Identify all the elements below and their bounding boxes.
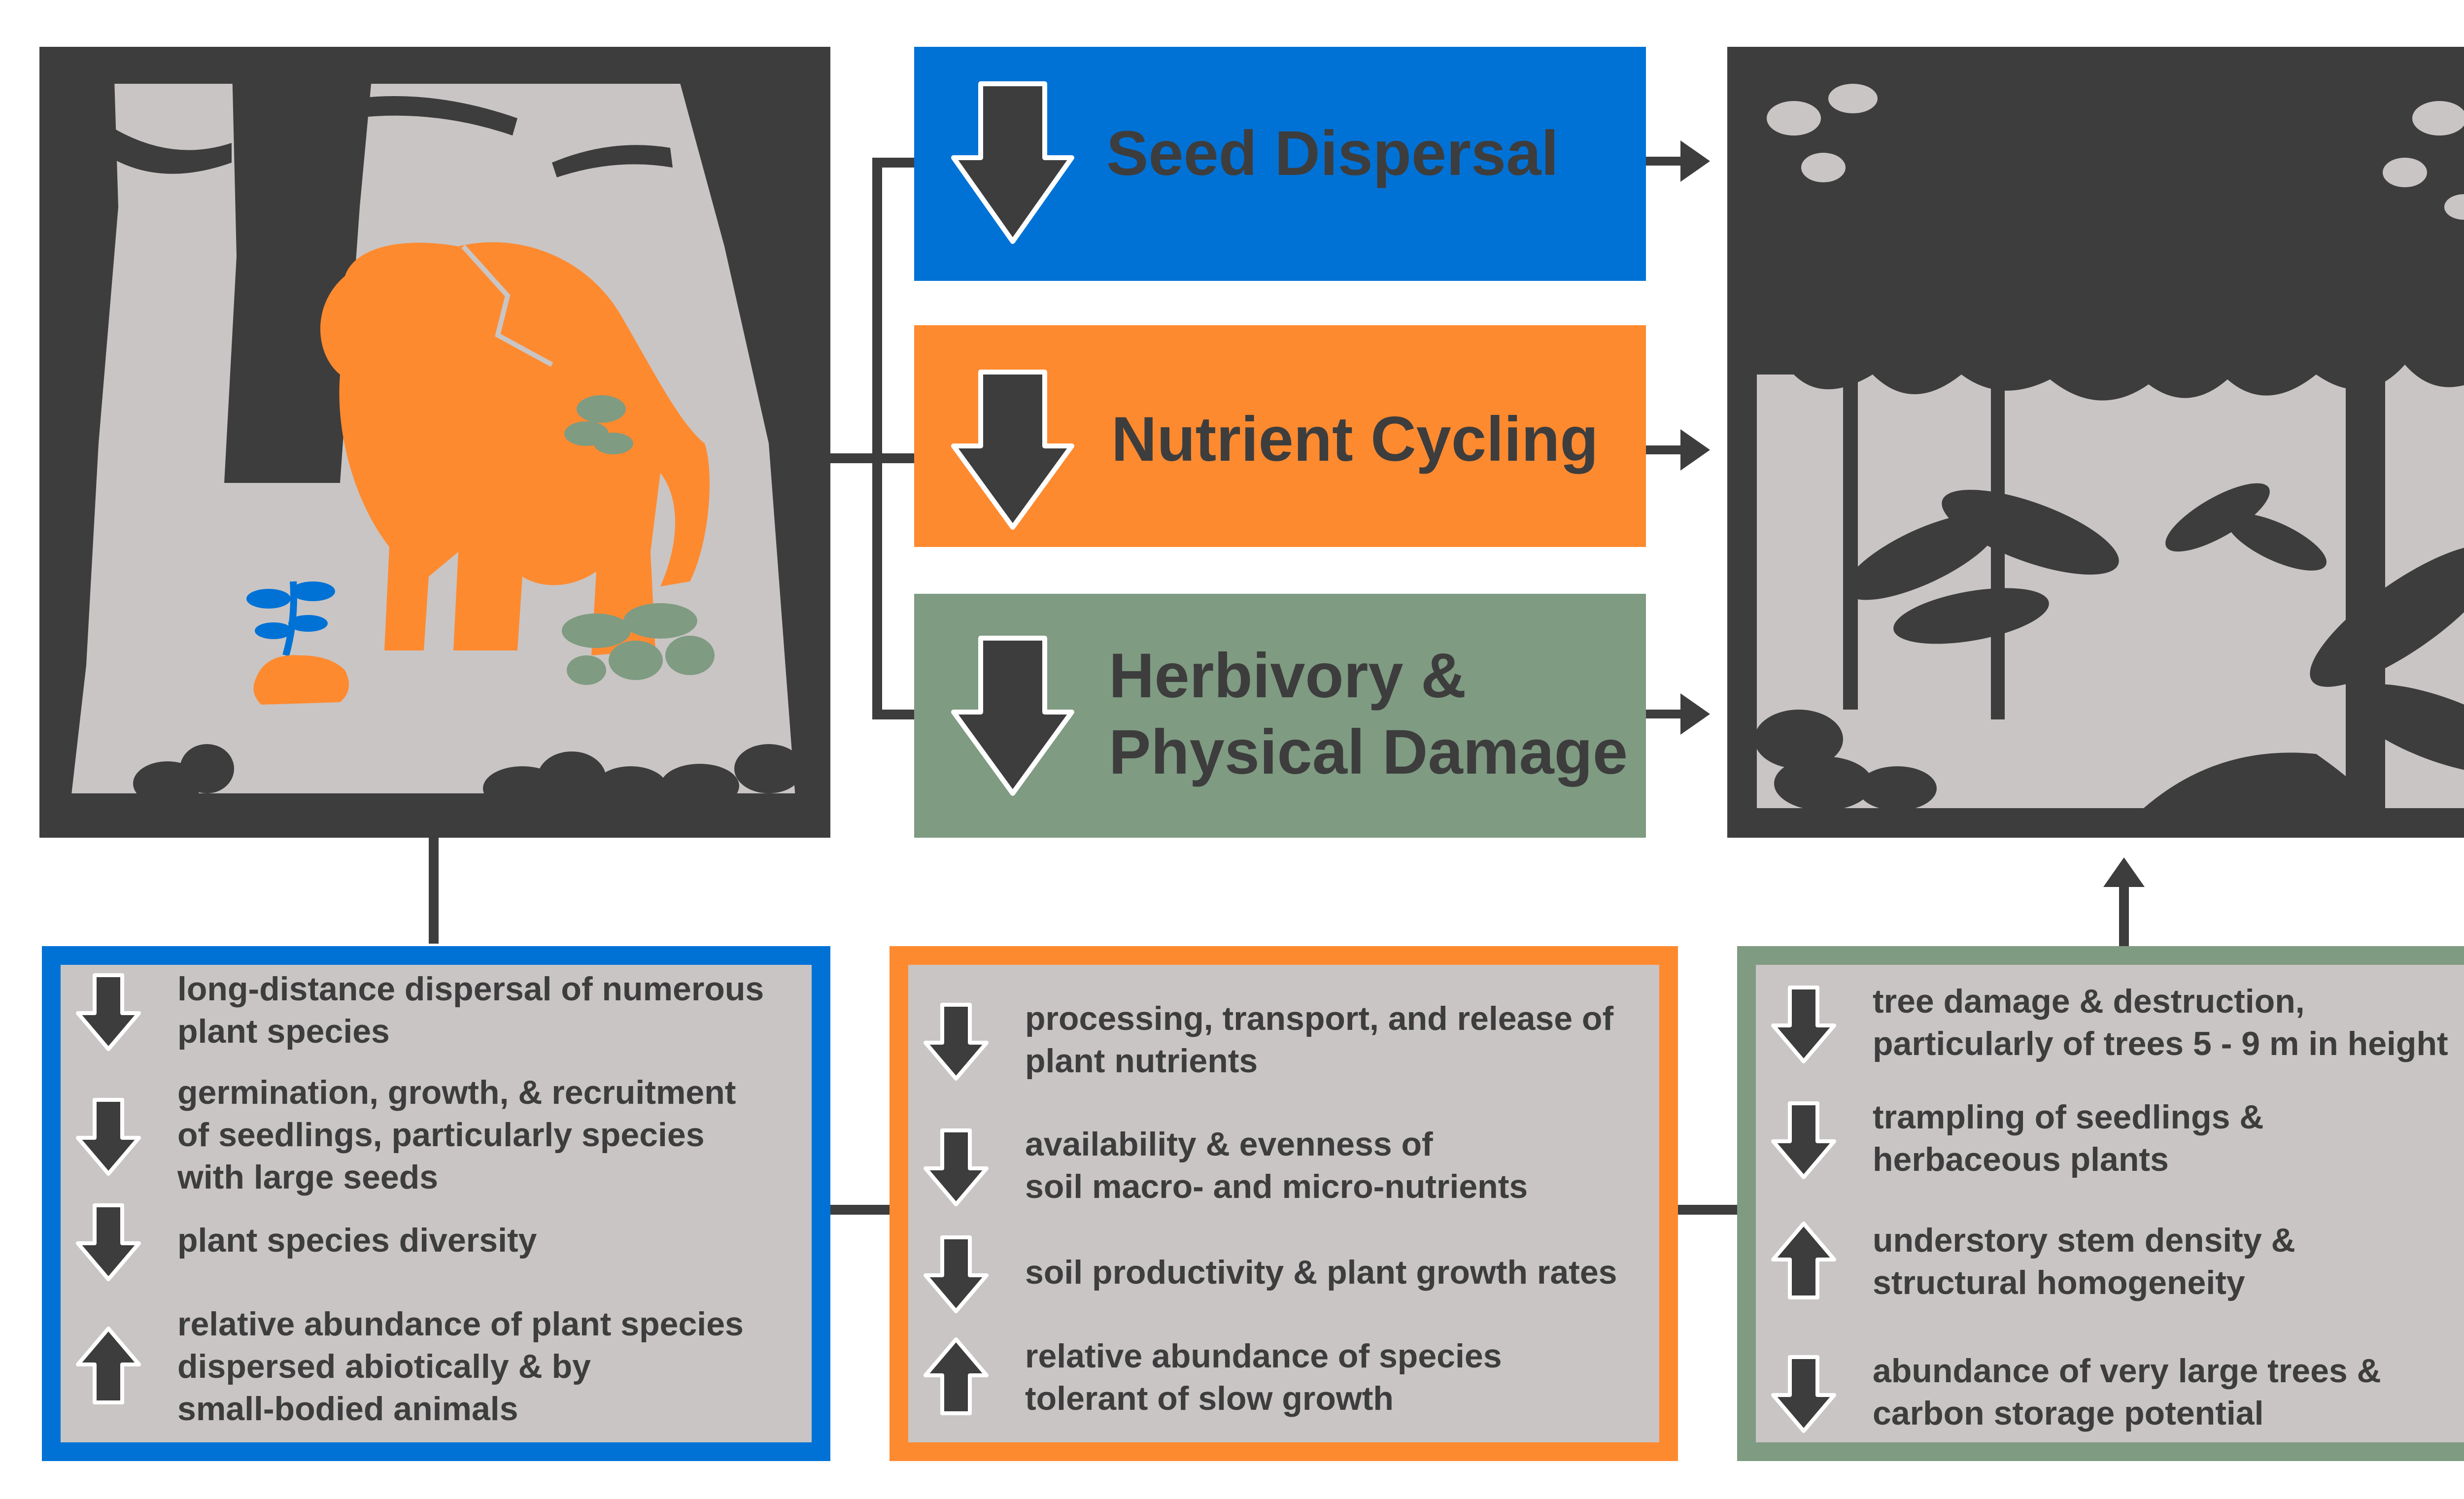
down-arrow-icon	[951, 370, 1074, 530]
down-arrow-icon	[76, 1098, 141, 1176]
elephant-ear-outline	[461, 244, 553, 367]
down-arrow-icon	[924, 1235, 989, 1313]
right-arrow-icon	[1680, 140, 1710, 182]
right-arrow-icon	[1680, 693, 1710, 735]
panel-item-text: particularly of trees 5 - 9 m in height	[1873, 1025, 2448, 1062]
branch	[111, 128, 232, 174]
branch	[552, 145, 673, 177]
down-arrow-icon	[76, 1203, 141, 1281]
down-arrow-icon	[924, 1128, 989, 1206]
panel-item-text: relative abundance of species	[1025, 1337, 1502, 1375]
herbivory-physical-damage-box: Herbivory & Physical Damage	[914, 594, 1646, 838]
tree-trunk	[1843, 365, 1858, 710]
effect-panel: long-distance dispersal of numerous plant…	[42, 946, 830, 1461]
herbivory-label-line-2: Physical Damage	[1109, 717, 1628, 787]
down-arrow-icon	[76, 973, 141, 1051]
panel-item-text: structural homogeneity	[1873, 1264, 2245, 1301]
nutrient-cycling-box: Nutrient Cycling	[914, 325, 1646, 547]
panel-item-text: soil macro- and micro-nutrients	[1025, 1168, 1528, 1205]
canopy-icon	[1757, 79, 2464, 401]
tree-trunk	[2346, 345, 2385, 808]
panel-background	[908, 965, 1659, 1442]
arrowheads	[1646, 140, 2145, 887]
tree-trunk-right	[670, 47, 830, 838]
connector-lines	[429, 158, 2129, 1215]
dense-forest-illustration	[1727, 47, 2464, 838]
shrub-icon	[1754, 710, 1937, 811]
down-arrow-icon	[1771, 986, 1836, 1063]
right-arrow-icon	[1680, 429, 1710, 471]
panel-item-text: plant nutrients	[1025, 1042, 1258, 1080]
down-arrow-icon	[1771, 1101, 1836, 1179]
effect-panel: tree damage & destruction, particularly o…	[1737, 946, 2464, 1461]
up-arrow-icon	[76, 1327, 141, 1404]
panel-item-text: tolerant of slow growth	[1025, 1380, 1394, 1417]
leaf-cluster-icon	[1767, 84, 2464, 220]
seed-dispersal-box: Seed Dispersal	[914, 47, 1646, 281]
panel-item-text: abundance of very large trees &	[1873, 1352, 2381, 1390]
herbivory-label-line-1: Herbivory &	[1109, 641, 1467, 711]
panel-item-text: small-bodied animals	[177, 1390, 518, 1428]
panel-item-text: tree damage & destruction,	[1873, 983, 2305, 1020]
down-arrow-icon	[1771, 1355, 1836, 1433]
down-arrow-icon	[924, 1003, 989, 1081]
up-arrow-icon	[924, 1337, 989, 1415]
understory-plant-icon	[1845, 483, 2464, 808]
panel-item-text: long-distance dispersal of numerous	[177, 970, 764, 1008]
branch	[352, 96, 517, 136]
tree-trunk-center	[224, 47, 375, 483]
panel-background	[1756, 965, 2464, 1442]
seed-dispersal-label: Seed Dispersal	[1106, 118, 1559, 189]
effect-panels: long-distance dispersal of numerous plant…	[42, 946, 2464, 1461]
panel-item-text: of seedlings, particularly species	[177, 1116, 705, 1154]
panel-item-text: relative abundance of plant species	[177, 1305, 744, 1343]
elephant-icon	[320, 242, 710, 656]
up-arrow-icon	[2103, 857, 2145, 887]
panel-item-text: availability & evenness of	[1025, 1125, 1433, 1163]
panel-item-text: germination, growth, & recruitment	[177, 1074, 736, 1111]
panel-item-text: dispersed abiotically & by	[177, 1348, 591, 1385]
panel-item-text: understory stem density &	[1873, 1222, 2295, 1259]
effect-panel: processing, transport, and release of pla…	[890, 946, 1678, 1461]
panel-item-text: herbaceous plants	[1873, 1141, 2169, 1178]
right-arrow-icon	[1646, 445, 1683, 454]
tree-trunk-left	[39, 47, 118, 838]
panel-background	[61, 965, 812, 1442]
up-arrow-icon	[1771, 1222, 1836, 1299]
right-arrow-icon	[1646, 710, 1683, 718]
panel-item-text: plant species	[177, 1013, 390, 1050]
seedling-icon	[246, 581, 335, 656]
panel-item-text: with large seeds	[177, 1158, 438, 1196]
panel-item-text: trampling of seedlings &	[1873, 1098, 2263, 1136]
right-arrow-icon	[1646, 157, 1683, 166]
shrub-icon	[133, 744, 803, 811]
panel-item-text: carbon storage potential	[1873, 1395, 2263, 1432]
panel-item-text: processing, transport, and release of	[1025, 1000, 1613, 1037]
dung-icon	[253, 655, 349, 705]
foliage-icon	[562, 395, 715, 685]
nutrient-cycling-label: Nutrient Cycling	[1111, 404, 1599, 475]
panel-item-text: plant species diversity	[177, 1222, 537, 1259]
down-arrow-icon	[951, 636, 1074, 796]
forest-elephant-illustration	[39, 47, 830, 838]
panel-item-text: soil productivity & plant growth rates	[1025, 1254, 1617, 1291]
down-arrow-icon	[951, 81, 1074, 244]
